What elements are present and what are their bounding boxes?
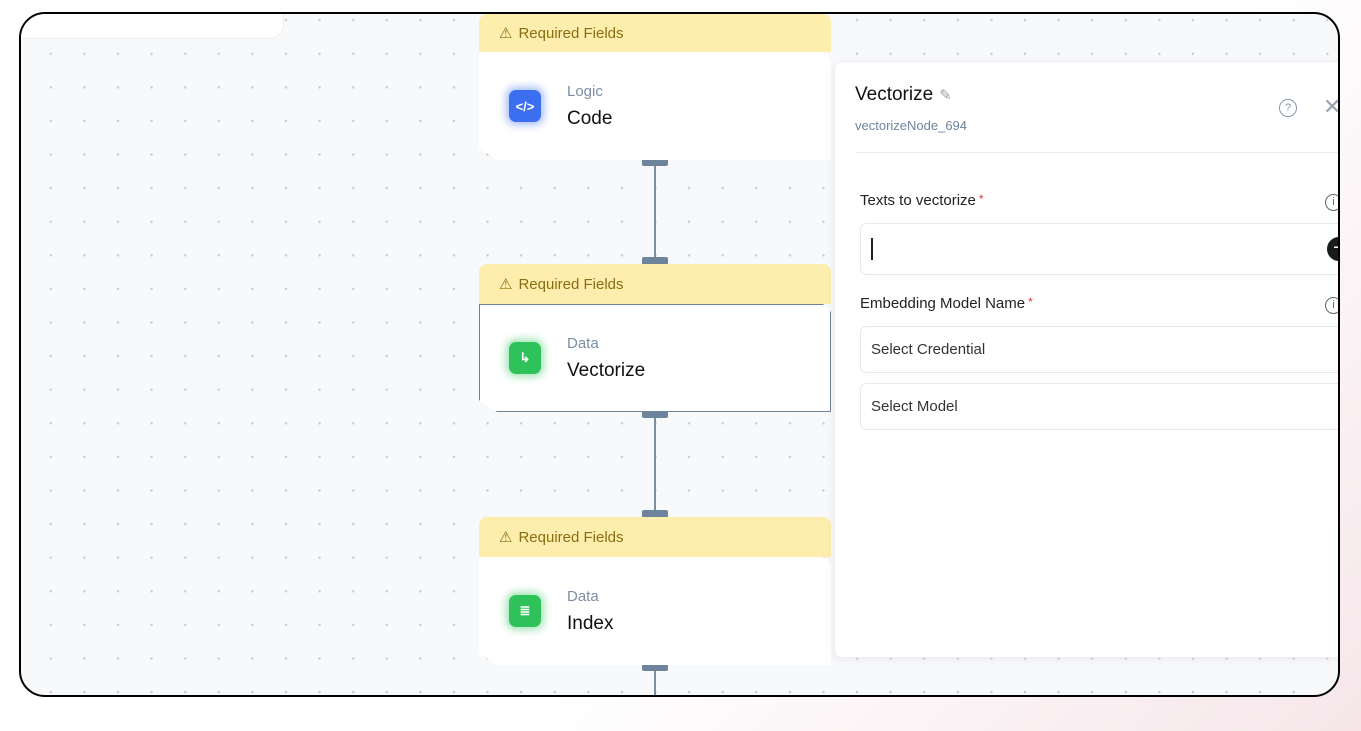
index-output-handle[interactable] xyxy=(642,663,668,671)
texts-input[interactable]: + xyxy=(860,223,1338,275)
node-category: Data xyxy=(567,334,599,352)
required-fields-banner: ⚠ Required Fields xyxy=(479,14,831,52)
required-mark: * xyxy=(978,192,984,206)
warning-text: Required Fields xyxy=(518,275,624,293)
vectorize-output-handle[interactable] xyxy=(642,410,668,418)
warning-icon: ⚠ xyxy=(499,276,513,293)
credential-placeholder: Select Credential xyxy=(871,341,986,358)
node-settings-panel: Vectorize ✎ vectorizeNode_694 ? ✕ Texts t… xyxy=(834,61,1340,658)
vectorize-input-handle[interactable] xyxy=(642,257,668,265)
chevron-down-icon: ⌄ xyxy=(1335,341,1338,358)
info-icon[interactable]: i xyxy=(1325,297,1338,314)
index-input-handle[interactable] xyxy=(642,510,668,518)
code-icon: </> xyxy=(509,90,541,122)
model-placeholder: Select Model xyxy=(871,398,958,415)
panel-title: Vectorize xyxy=(855,84,934,105)
texts-label: Texts to vectorize xyxy=(860,192,976,209)
close-icon[interactable]: ✕ xyxy=(1323,94,1340,119)
embedding-label: Embedding Model Name xyxy=(860,295,1026,312)
toolbar-panel xyxy=(21,14,284,39)
help-icon[interactable]: ? xyxy=(1279,99,1297,117)
divider xyxy=(855,152,1338,153)
node-category: Data xyxy=(567,587,599,605)
vector-axes-icon: ↳ xyxy=(509,342,541,374)
edit-pencil-icon[interactable]: ✎ xyxy=(939,87,952,104)
chevron-down-icon: ⌄ xyxy=(1335,398,1338,415)
info-icon[interactable]: i xyxy=(1325,194,1338,211)
edge-code-vectorize[interactable] xyxy=(654,164,656,264)
text-cursor xyxy=(871,238,873,260)
edge-vectorize-index[interactable] xyxy=(654,417,656,517)
model-select[interactable]: Select Model ⌄ xyxy=(860,383,1338,430)
code-output-handle[interactable] xyxy=(642,158,668,166)
warning-text: Required Fields xyxy=(518,24,624,42)
warning-icon: ⚠ xyxy=(499,25,513,42)
edge-index-next[interactable] xyxy=(654,669,656,695)
required-fields-banner: ⚠ Required Fields xyxy=(479,517,831,557)
node-name: Vectorize xyxy=(567,359,646,381)
node-name: Index xyxy=(567,612,614,634)
node-id: vectorizeNode_694 xyxy=(855,118,968,133)
required-mark: * xyxy=(1028,295,1033,309)
node-category: Logic xyxy=(567,82,603,100)
warning-text: Required Fields xyxy=(518,528,624,546)
required-fields-banner: ⚠ Required Fields xyxy=(479,264,831,304)
warning-icon: ⚠ xyxy=(499,529,513,546)
database-icon: ≣ xyxy=(509,595,541,627)
credential-select[interactable]: Select Credential ⌄ xyxy=(860,326,1338,373)
add-plus-icon[interactable]: + xyxy=(1327,237,1338,261)
node-name: Code xyxy=(567,107,613,129)
